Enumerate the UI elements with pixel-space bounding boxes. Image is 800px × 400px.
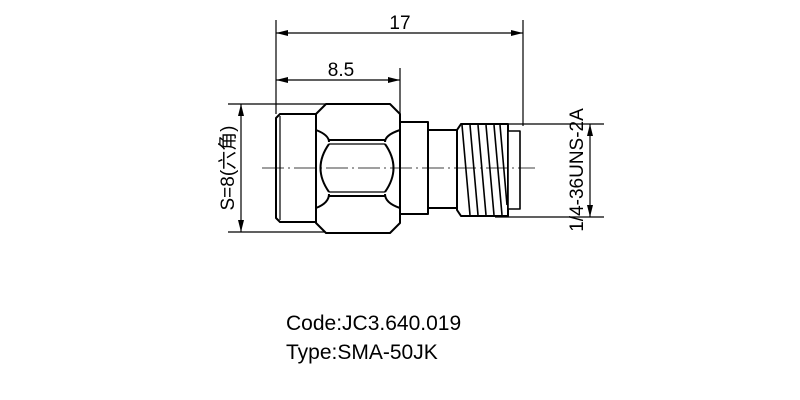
part-type: Type:SMA-50JK: [286, 341, 438, 364]
hex-nut: [315, 103, 401, 234]
extension-lines: [228, 20, 604, 233]
dimension-8-5-label: 8.5: [328, 60, 354, 81]
part-code: Code:JC3.640.019: [286, 312, 462, 335]
neck: [427, 129, 459, 209]
dimension-17-label: 17: [389, 13, 410, 34]
hex-size-label: S=8(六角): [217, 126, 239, 211]
connector-body: [275, 103, 521, 234]
thread-spec-label: 1/4-36UNS-2A: [567, 108, 588, 232]
inner-sleeve: [507, 130, 521, 210]
